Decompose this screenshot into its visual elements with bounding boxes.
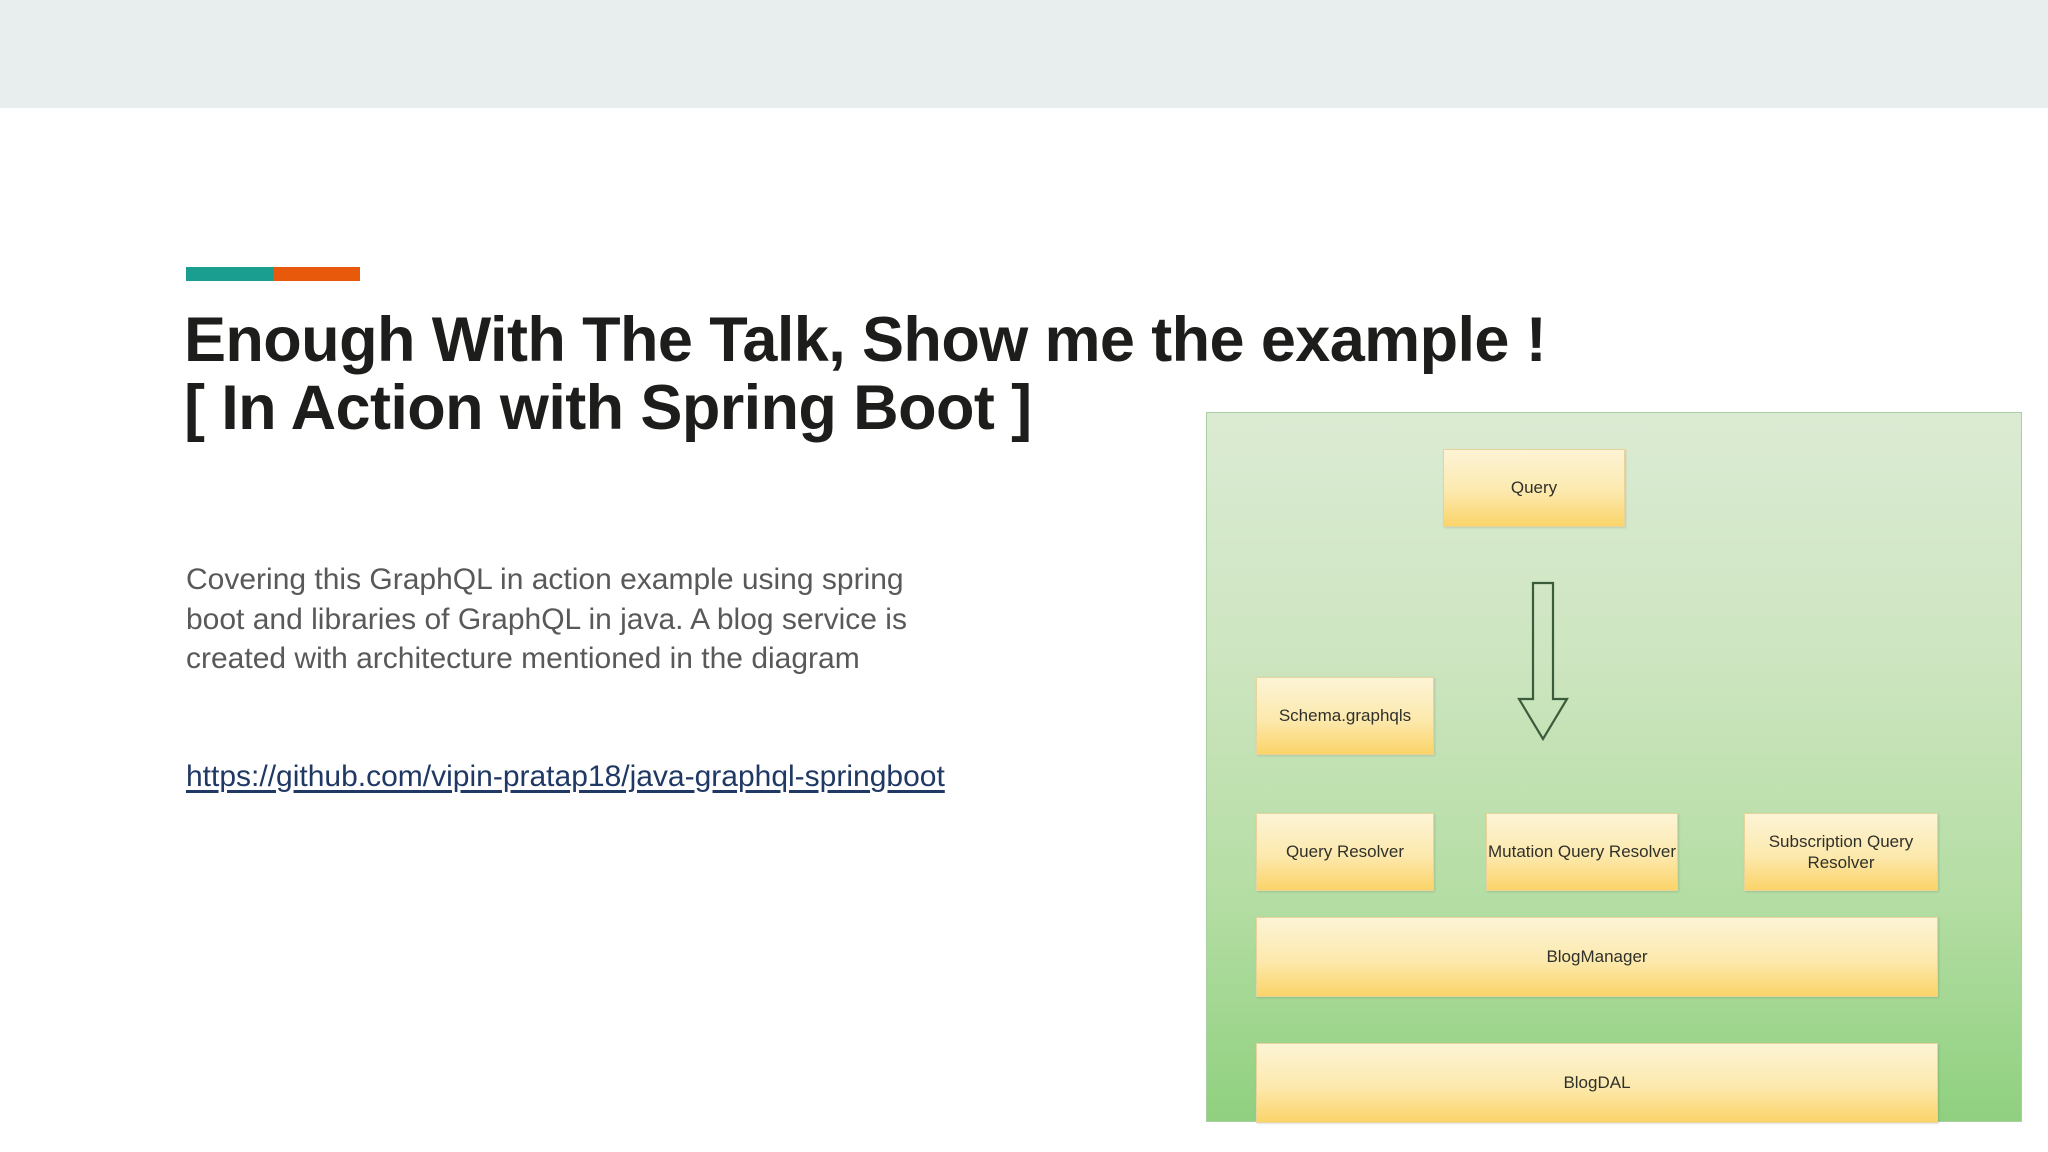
diagram-node-subscription-query-resolver-label: Subscription Query Resolver: [1768, 831, 1914, 872]
down-arrow-icon: [1517, 581, 1569, 742]
github-repo-link[interactable]: https://github.com/vipin-pratap18/java-g…: [186, 760, 945, 793]
diagram-node-blogmanager: BlogManager: [1256, 917, 1938, 997]
accent-bar-teal-segment: [186, 267, 273, 281]
diagram-node-mutation-query-resolver: Mutation Query Resolver: [1486, 813, 1678, 891]
page-title: Enough With The Talk, Show me the exampl…: [184, 305, 1547, 444]
diagram-node-query: Query: [1443, 449, 1625, 527]
accent-bar: [186, 267, 360, 281]
accent-bar-orange-segment: [273, 267, 360, 281]
diagram-node-subscription-query-resolver: Subscription Query Resolver: [1744, 813, 1938, 891]
diagram-node-blogdal: BlogDAL: [1256, 1043, 1938, 1123]
diagram-node-query-resolver-label: Query Resolver: [1285, 842, 1405, 862]
body-paragraph: Covering this GraphQL in action example …: [186, 563, 907, 676]
diagram-node-mutation-query-resolver-label: Mutation Query Resolver: [1487, 842, 1677, 862]
diagram-node-query-label: Query: [1510, 478, 1558, 498]
diagram-node-blogmanager-label: BlogManager: [1546, 947, 1648, 967]
diagram-node-query-resolver: Query Resolver: [1256, 813, 1434, 891]
architecture-diagram: Query Schema.graphqls Query Resolver Mut…: [1206, 412, 2022, 1123]
slide-canvas: Enough With The Talk, Show me the exampl…: [0, 108, 2048, 1152]
diagram-node-blogdal-label: BlogDAL: [1563, 1073, 1631, 1093]
top-header-band: [0, 0, 2048, 108]
diagram-node-schema: Schema.graphqls: [1256, 677, 1434, 755]
diagram-node-schema-label: Schema.graphqls: [1278, 706, 1412, 726]
